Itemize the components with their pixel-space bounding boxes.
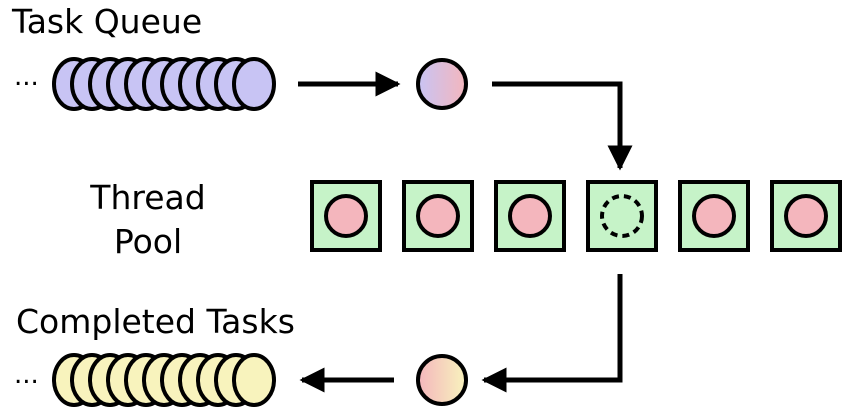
queued-task-icon (232, 57, 276, 111)
completed-ellipsis: ... (14, 360, 39, 390)
finished-task-icon (416, 354, 468, 406)
dispatch-to-pool-arrow-icon (492, 81, 633, 171)
completed-tasks-label: Completed Tasks (16, 302, 295, 341)
idle-slot-dashed-circle-icon (600, 194, 644, 238)
running-task-icon (324, 194, 368, 238)
running-task-icon (416, 194, 460, 238)
task-queue-stack (52, 57, 276, 111)
running-task-icon (784, 194, 828, 238)
running-task-icon (508, 194, 552, 238)
pool-to-output-arrow-icon (481, 274, 623, 393)
thread-slot (310, 180, 382, 252)
thread-pool-label: Thread Pool (86, 176, 210, 264)
queue-ellipsis: ... (14, 62, 39, 92)
completed-task-icon (232, 353, 276, 407)
thread-pool-label-line2: Pool (113, 222, 183, 261)
completed-tasks-stack (52, 353, 276, 407)
dispatched-task-icon (416, 58, 468, 110)
thread-slot (586, 180, 658, 252)
running-task-icon (692, 194, 736, 238)
task-queue-label: Task Queue (12, 2, 203, 41)
thread-pool-row (310, 180, 842, 252)
thread-pool-label-line1: Thread (90, 178, 206, 217)
